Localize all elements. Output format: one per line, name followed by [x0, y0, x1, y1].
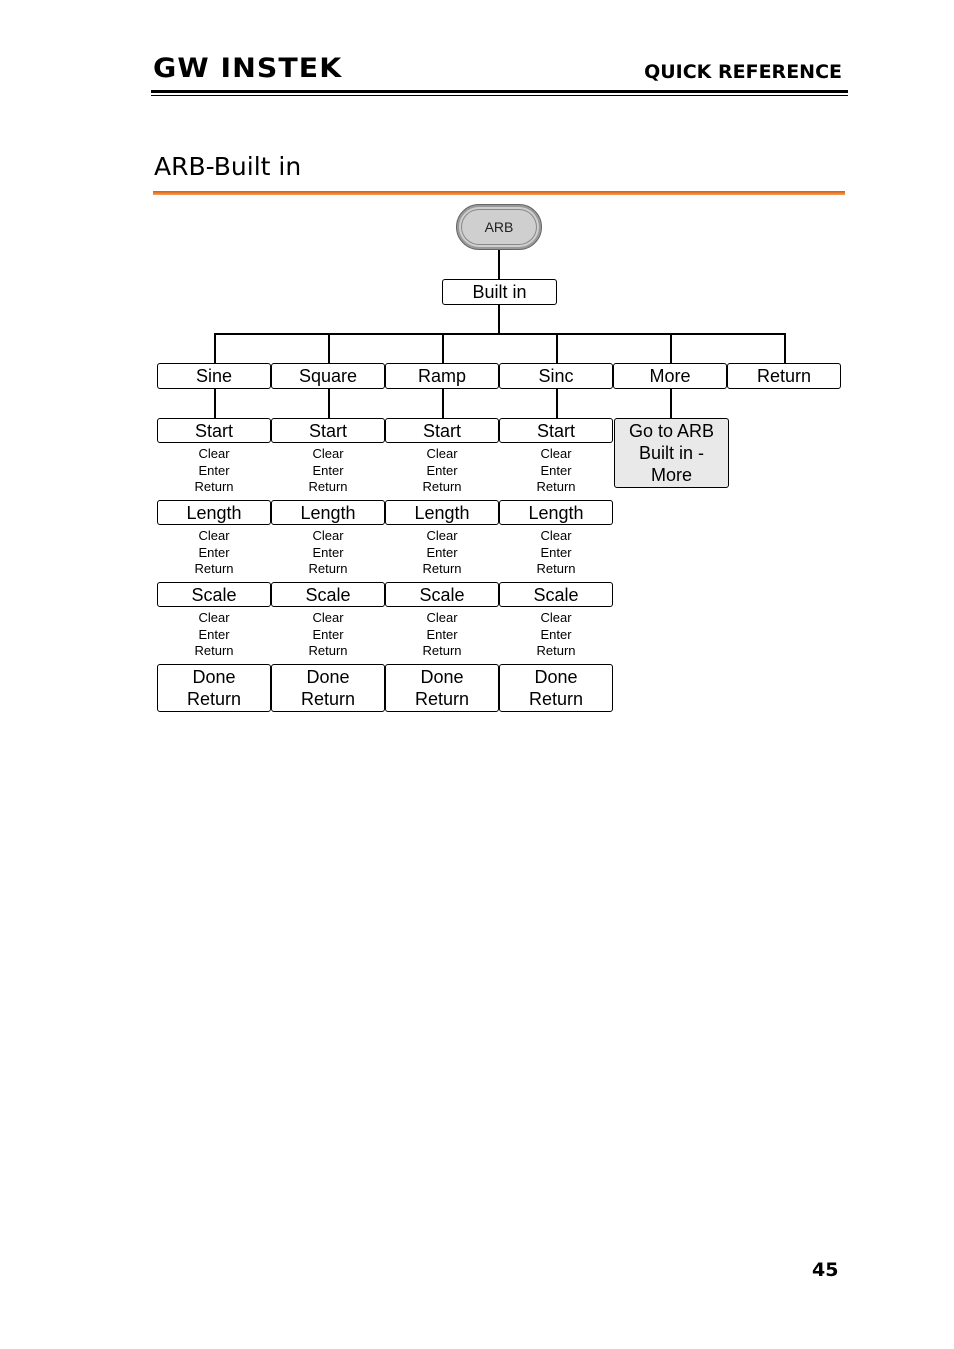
more-target-line: More	[650, 465, 692, 485]
section-header: QUICK REFERENCE	[644, 61, 842, 83]
softkey-option: Return	[194, 479, 234, 494]
softkey-option: Enter	[426, 626, 458, 642]
length-box: Length	[385, 500, 499, 525]
connector	[328, 389, 330, 418]
page-title: ARB-Built in	[154, 152, 302, 181]
page-number: 45	[812, 1259, 839, 1281]
length-box: Length	[271, 500, 385, 525]
softkey-option: Clear	[312, 528, 344, 543]
more-target-box: Go to ARB Built in - More	[614, 418, 729, 488]
connector	[670, 333, 672, 363]
softkey-option: Return	[194, 561, 234, 576]
softkey-option: Clear	[312, 610, 344, 625]
scale-box: Scale	[271, 582, 385, 607]
done-label: Done	[534, 667, 578, 687]
softkey-option: Return	[536, 643, 576, 658]
softkey-option: Enter	[312, 462, 344, 478]
start-box: Start	[157, 418, 271, 443]
header-rule-thin	[151, 95, 848, 96]
done-box: Done Return	[499, 664, 613, 712]
scale-box: Scale	[157, 582, 271, 607]
more-target-line: Built in -	[638, 443, 705, 463]
start-box: Start	[385, 418, 499, 443]
softkey-option: Return	[422, 561, 462, 576]
return-label: Return	[300, 689, 356, 709]
arb-key: ARB	[456, 204, 542, 250]
length-box: Length	[499, 500, 613, 525]
softkey-option: Return	[422, 643, 462, 658]
built-in-box: Built in	[442, 279, 557, 305]
softkey-option: Clear	[540, 446, 572, 461]
menu-item-box: Sinc	[499, 363, 613, 389]
return-label: Return	[186, 689, 242, 709]
done-box: Done Return	[157, 664, 271, 712]
softkey-option: Clear	[426, 528, 458, 543]
softkey-option: Enter	[540, 462, 572, 478]
softkey-option: Enter	[540, 626, 572, 642]
connector	[442, 333, 444, 363]
menu-item-box: Square	[271, 363, 385, 389]
softkey-option: Return	[308, 479, 348, 494]
connector	[328, 333, 330, 363]
connector	[498, 305, 500, 333]
scale-box: Scale	[385, 582, 499, 607]
menu-bus	[214, 333, 785, 335]
softkey-option: Clear	[540, 610, 572, 625]
softkey-option: Clear	[540, 528, 572, 543]
softkey-option: Return	[422, 479, 462, 494]
menu-item-box: Ramp	[385, 363, 499, 389]
softkey-option: Enter	[426, 544, 458, 560]
softkey-option: Return	[308, 561, 348, 576]
start-box: Start	[499, 418, 613, 443]
connector	[556, 333, 558, 363]
scale-box: Scale	[499, 582, 613, 607]
connector	[442, 389, 444, 418]
softkey-option: Clear	[426, 610, 458, 625]
softkey-option: Enter	[312, 544, 344, 560]
more-target-line: Go to ARB	[628, 421, 715, 441]
done-box: Done Return	[385, 664, 499, 712]
return-label: Return	[414, 689, 470, 709]
menu-item-box: More	[613, 363, 727, 389]
softkey-option: Enter	[426, 462, 458, 478]
softkey-option: Clear	[198, 528, 230, 543]
softkey-option: Clear	[198, 610, 230, 625]
softkey-option: Enter	[540, 544, 572, 560]
softkey-option: Return	[308, 643, 348, 658]
connector	[498, 250, 500, 279]
header-rule	[151, 90, 848, 93]
menu-item-box: Sine	[157, 363, 271, 389]
done-box: Done Return	[271, 664, 385, 712]
done-label: Done	[420, 667, 464, 687]
connector	[556, 389, 558, 418]
connector	[670, 389, 672, 418]
length-box: Length	[157, 500, 271, 525]
done-label: Done	[306, 667, 350, 687]
title-underline	[153, 191, 845, 195]
softkey-option: Return	[194, 643, 234, 658]
connector	[784, 333, 786, 363]
done-label: Done	[192, 667, 236, 687]
softkey-option: Return	[536, 479, 576, 494]
softkey-option: Clear	[198, 446, 230, 461]
gw-instek-logo: GW INSTEK	[153, 53, 343, 84]
menu-item-box: Return	[727, 363, 841, 389]
start-box: Start	[271, 418, 385, 443]
return-label: Return	[528, 689, 584, 709]
connector	[214, 333, 216, 363]
softkey-option: Enter	[312, 626, 344, 642]
softkey-option: Enter	[198, 544, 230, 560]
softkey-option: Clear	[426, 446, 458, 461]
connector	[214, 389, 216, 418]
softkey-option: Return	[536, 561, 576, 576]
softkey-option: Enter	[198, 626, 230, 642]
softkey-option: Clear	[312, 446, 344, 461]
softkey-option: Enter	[198, 462, 230, 478]
